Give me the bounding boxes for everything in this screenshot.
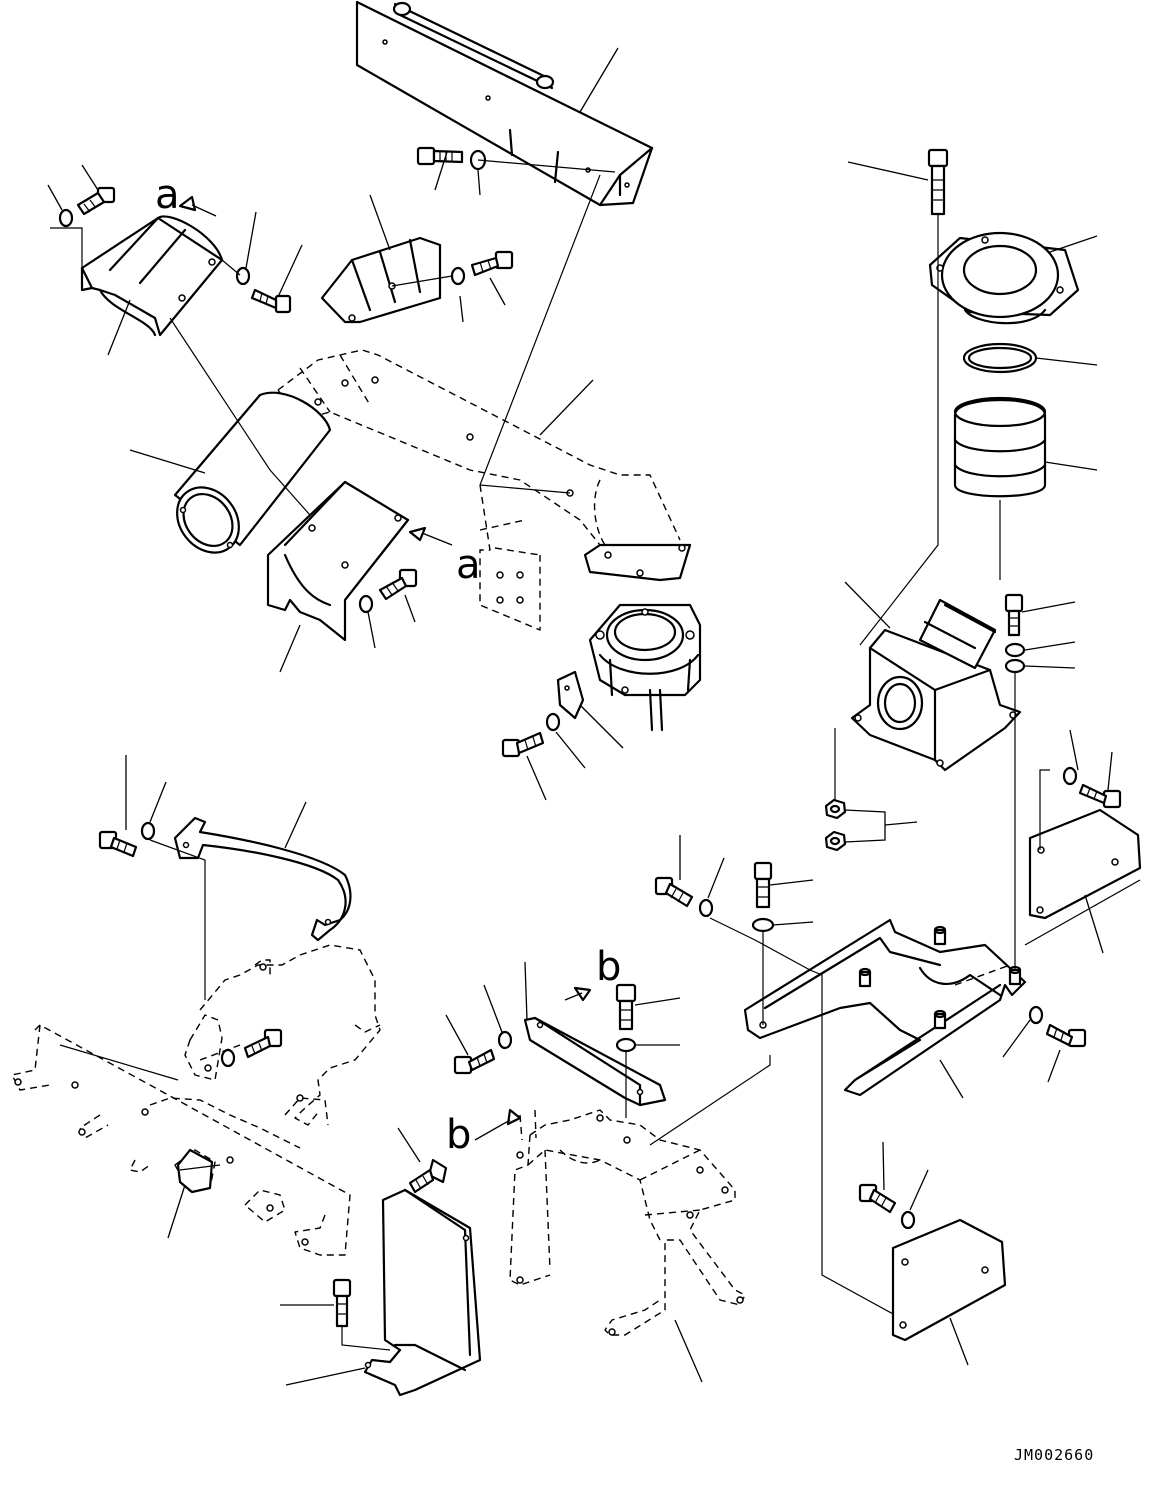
washer-left-2 <box>235 266 251 286</box>
bolt-lower-right <box>858 1183 897 1214</box>
washer-left-frame <box>220 1048 236 1068</box>
upper-duct-cover <box>355 0 654 207</box>
view-letter-b-bottom: b <box>446 1112 471 1158</box>
view-letter-a-side: a <box>456 542 481 588</box>
assembly-line-duct <box>479 484 571 494</box>
bolt-left-frame <box>243 1028 283 1059</box>
elbow-adapter-box <box>850 598 1022 772</box>
long-bolt-right <box>927 148 949 216</box>
nut-1 <box>824 798 847 820</box>
assembly-line-stay <box>149 839 206 1000</box>
bolt-top-cover <box>416 146 464 166</box>
arrow-a-top-shaft <box>191 204 217 217</box>
arrow-a-top-head <box>178 195 197 212</box>
assembly-line-left-frame <box>59 1044 221 1171</box>
arrow-b-top-head <box>573 986 592 1002</box>
right-side-plate <box>1028 808 1142 920</box>
assembly-line-long-bolt <box>859 214 939 646</box>
left-frame-phantom <box>11 944 381 1256</box>
bolt-saddle <box>378 568 418 601</box>
washer-frame-3 <box>1028 1005 1044 1025</box>
washer-adapter-1 <box>1004 642 1026 658</box>
assembly-line-center-frame <box>649 1055 771 1146</box>
lower-saddle-bracket <box>266 480 410 642</box>
bolt-turbo <box>501 731 545 758</box>
assembly-line-lower-left <box>341 1326 391 1351</box>
washer-center-bracket <box>450 266 466 286</box>
bolt-left-1 <box>76 186 116 216</box>
view-letter-b-top: b <box>596 944 621 990</box>
bolt-right-plate <box>1078 783 1122 809</box>
leader-lines <box>47 47 1113 1386</box>
bolt-left-2 <box>250 288 292 314</box>
long-bracket-frame <box>743 918 1027 1097</box>
bolt-frame-3 <box>1045 1023 1087 1048</box>
bolt-adapter-right <box>1004 593 1024 637</box>
bolt-angle <box>453 1048 496 1075</box>
washer-adapter-2 <box>1004 658 1026 674</box>
assembly-line-duct-top <box>479 174 601 486</box>
angle-bracket <box>523 1016 667 1107</box>
arrow-b-bottom-head <box>506 1108 522 1126</box>
assembly-line-frame-3 <box>709 917 811 971</box>
o-ring-inner <box>967 346 1033 370</box>
assembly-line-top <box>477 159 616 173</box>
cylinder-cover-left <box>80 215 224 337</box>
bolt-frame-1 <box>654 876 694 908</box>
drawing-code: JM002660 <box>1014 1446 1094 1464</box>
dashed-line-frame <box>954 964 1011 986</box>
bellows-sleeve <box>953 396 1047 498</box>
bolt-frame-2 <box>753 861 773 909</box>
top-flange-plate <box>928 231 1080 325</box>
nut-2 <box>824 830 847 852</box>
washer-frame-2 <box>751 917 775 933</box>
muffler-cylinder <box>173 391 332 554</box>
washer-left-1 <box>58 208 74 228</box>
arrow-b-top-shaft <box>564 992 583 1001</box>
assembly-line-left-1 <box>50 227 83 268</box>
washer-saddle <box>358 594 374 614</box>
washer-turbo <box>545 712 561 732</box>
bolt-angle-2 <box>615 983 637 1031</box>
washer-stay <box>140 821 156 841</box>
assembly-line-frame <box>809 969 896 1316</box>
arrow-a-side-shaft <box>421 532 453 546</box>
curved-stay <box>173 816 352 942</box>
washer-angle-2 <box>615 1037 637 1053</box>
assembly-line-right-plate-2 <box>1024 879 1141 946</box>
small-bracket-turbo <box>556 670 585 720</box>
washer-angle <box>497 1030 513 1050</box>
arrow-a-side-head <box>408 526 427 542</box>
bolt-center-bracket <box>470 250 514 277</box>
view-letter-a-top: a <box>155 172 180 218</box>
washer-right-plate <box>1062 766 1078 786</box>
arrow-b-bottom-shaft <box>474 1119 511 1141</box>
lower-right-plate <box>891 1218 1007 1342</box>
center-frame-phantom <box>509 1109 746 1336</box>
assembly-line-right-plate <box>1039 769 1050 850</box>
bracket-left-frame <box>176 1148 214 1194</box>
upper-center-bracket <box>320 236 442 324</box>
washer-lower-right <box>900 1210 916 1230</box>
flange-bolt-lower-left <box>408 1158 448 1194</box>
assembly-line-center-bracket <box>391 275 453 287</box>
lower-left-plate <box>363 1188 482 1397</box>
bolt-lower-left <box>332 1278 352 1328</box>
assembly-line-left-2 <box>221 259 241 276</box>
bolt-stay <box>98 830 138 858</box>
washer-frame-1 <box>698 898 714 918</box>
turbo-flange-unit <box>588 603 702 732</box>
